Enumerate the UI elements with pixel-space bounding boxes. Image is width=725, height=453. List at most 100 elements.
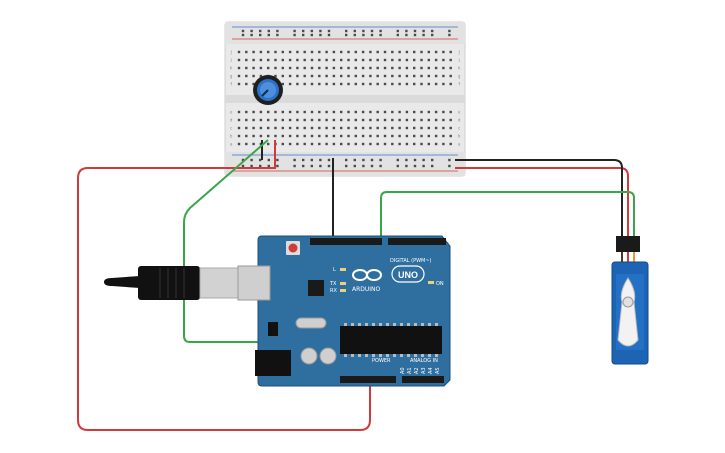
usb-cable[interactable]	[104, 266, 239, 300]
rail-hole[interactable]	[250, 158, 253, 162]
breadboard-hole[interactable]	[267, 58, 270, 62]
breadboard-hole[interactable]	[391, 110, 394, 114]
breadboard-hole[interactable]	[427, 118, 430, 122]
breadboard-hole[interactable]	[361, 58, 365, 62]
rail-hole[interactable]	[405, 164, 408, 168]
breadboard-hole[interactable]	[281, 142, 284, 146]
breadboard-hole[interactable]	[347, 82, 350, 86]
breadboard-hole[interactable]	[413, 126, 416, 130]
breadboard-hole[interactable]	[376, 58, 379, 62]
breadboard-hole[interactable]	[361, 118, 365, 122]
breadboard-hole[interactable]	[398, 142, 401, 146]
breadboard-hole[interactable]	[237, 66, 241, 70]
breadboard-hole[interactable]	[398, 118, 401, 122]
top-power-rail-holes[interactable]	[241, 29, 451, 37]
arduino-uno-board[interactable]: DIGITAL (PWM~) ARDUINO UNO L TX RX ON PO…	[237, 235, 451, 387]
breadboard-hole[interactable]	[325, 134, 328, 138]
servo-connector[interactable]	[616, 236, 640, 252]
breadboard-hole[interactable]	[325, 142, 328, 146]
breadboard-hole[interactable]	[376, 74, 379, 78]
breadboard-hole[interactable]	[325, 66, 328, 70]
rail-hole[interactable]	[405, 33, 408, 37]
power-jack[interactable]	[255, 350, 291, 376]
breadboard-hole[interactable]	[427, 126, 430, 130]
breadboard-hole[interactable]	[420, 118, 423, 122]
breadboard-hole[interactable]	[413, 66, 416, 70]
breadboard-hole[interactable]	[376, 66, 379, 70]
breadboard-hole[interactable]	[252, 50, 255, 54]
rail-hole[interactable]	[448, 158, 451, 162]
rail-hole[interactable]	[241, 33, 245, 37]
breadboard-hole[interactable]	[434, 134, 438, 138]
rail-hole[interactable]	[293, 33, 296, 37]
breadboard-hole[interactable]	[369, 126, 372, 130]
breadboard-hole[interactable]	[310, 58, 314, 62]
breadboard-hole[interactable]	[354, 82, 357, 86]
rail-hole[interactable]	[353, 29, 356, 33]
breadboard-hole[interactable]	[274, 126, 277, 130]
breadboard-hole[interactable]	[267, 50, 270, 54]
breadboard-hole[interactable]	[434, 66, 438, 70]
breadboard-hole[interactable]	[296, 110, 299, 114]
breadboard-hole[interactable]	[420, 142, 423, 146]
rail-hole[interactable]	[302, 29, 305, 33]
breadboard-hole[interactable]	[434, 110, 438, 114]
breadboard-hole[interactable]	[245, 50, 248, 54]
breadboard-hole[interactable]	[267, 118, 270, 122]
reset-button[interactable]	[288, 243, 298, 253]
breadboard-hole[interactable]	[413, 50, 416, 54]
breadboard-hole[interactable]	[245, 82, 248, 86]
rail-hole[interactable]	[448, 29, 451, 33]
breadboard-hole[interactable]	[427, 142, 430, 146]
breadboard-hole[interactable]	[310, 74, 314, 78]
breadboard-hole[interactable]	[354, 126, 357, 130]
breadboard-hole[interactable]	[369, 110, 372, 114]
breadboard-hole[interactable]	[434, 142, 438, 146]
breadboard-hole[interactable]	[347, 50, 350, 54]
breadboard-hole[interactable]	[288, 66, 292, 70]
rail-hole[interactable]	[293, 158, 296, 162]
breadboard-hole[interactable]	[340, 82, 343, 86]
breadboard-hole[interactable]	[354, 110, 357, 114]
rail-hole[interactable]	[267, 33, 270, 37]
breadboard-hole[interactable]	[318, 134, 321, 138]
breadboard-hole[interactable]	[405, 118, 409, 122]
breadboard-hole[interactable]	[361, 142, 365, 146]
rail-hole[interactable]	[267, 158, 270, 162]
breadboard-hole[interactable]	[376, 126, 379, 130]
breadboard-hole[interactable]	[427, 58, 430, 62]
rail-hole[interactable]	[370, 29, 374, 33]
breadboard-hole[interactable]	[383, 82, 387, 86]
rail-hole[interactable]	[327, 158, 331, 162]
breadboard-hole[interactable]	[296, 118, 299, 122]
breadboard-hole[interactable]	[354, 50, 357, 54]
breadboard-hole[interactable]	[442, 58, 445, 62]
breadboard-hole[interactable]	[237, 126, 241, 130]
breadboard-hole[interactable]	[296, 50, 299, 54]
breadboard-hole[interactable]	[405, 66, 409, 70]
rail-hole[interactable]	[250, 164, 253, 168]
breadboard-hole[interactable]	[332, 82, 336, 86]
breadboard-hole[interactable]	[259, 142, 263, 146]
breadboard-hole[interactable]	[361, 134, 365, 138]
servo[interactable]	[611, 236, 649, 365]
rail-hole[interactable]	[353, 164, 356, 168]
breadboard-hole[interactable]	[391, 66, 394, 70]
analog-header[interactable]	[402, 376, 444, 383]
breadboard-hole[interactable]	[303, 66, 306, 70]
breadboard-hole[interactable]	[318, 66, 321, 70]
breadboard-hole[interactable]	[245, 58, 248, 62]
breadboard-hole[interactable]	[288, 134, 292, 138]
breadboard-hole[interactable]	[383, 118, 387, 122]
rail-hole[interactable]	[276, 158, 279, 162]
breadboard-hole[interactable]	[303, 134, 306, 138]
rail-hole[interactable]	[310, 33, 313, 37]
breadboard-hole[interactable]	[288, 58, 292, 62]
rail-hole[interactable]	[379, 164, 382, 168]
breadboard-hole[interactable]	[303, 50, 306, 54]
breadboard-hole[interactable]	[318, 50, 321, 54]
breadboard-hole[interactable]	[340, 66, 343, 70]
breadboard-hole[interactable]	[391, 134, 394, 138]
rail-hole[interactable]	[413, 158, 417, 162]
rail-hole[interactable]	[422, 158, 425, 162]
